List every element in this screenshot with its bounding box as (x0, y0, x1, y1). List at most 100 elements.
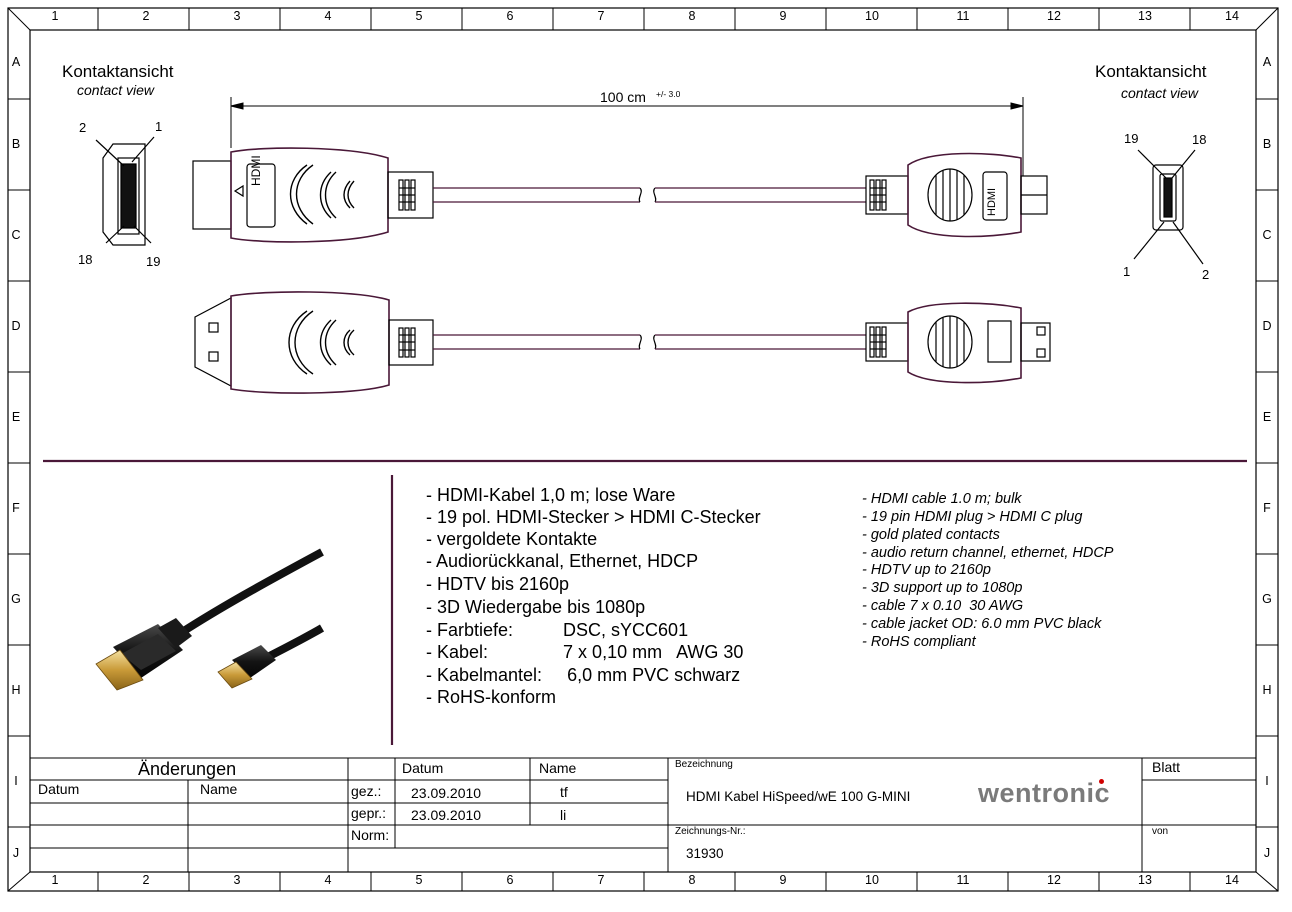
pin-label: 2 (1202, 267, 1210, 282)
designation-label: Bezeichnung (675, 759, 733, 770)
row-label: B (11, 137, 21, 151)
sheet-label: Blatt (1152, 759, 1181, 775)
row-label: I (1265, 774, 1269, 788)
row-label: H (11, 683, 21, 697)
contact-view-title: Kontaktansicht (62, 62, 174, 81)
changes-date-header: Datum (38, 781, 80, 797)
col-label: 1 (51, 873, 59, 887)
col-label: 4 (324, 873, 332, 887)
col-label: 7 (597, 9, 605, 23)
changes-title: Änderungen (138, 759, 237, 779)
row-label: A (1262, 55, 1272, 69)
col-label: 2 (142, 9, 150, 23)
connector-label: HDMI (986, 187, 998, 216)
col-label: 12 (1047, 873, 1061, 887)
feature-en-item: - RoHS compliant (862, 634, 976, 650)
row-label: D (11, 319, 21, 333)
col-label: 6 (506, 9, 514, 23)
row-label: J (1263, 846, 1271, 860)
title-block-lines (30, 757, 1256, 872)
col-label: 2 (142, 873, 150, 887)
feature-en-item: - HDMI cable 1.0 m; bulk (862, 491, 1022, 507)
norm-label: Norm: (351, 827, 390, 843)
col-label: 13 (1138, 873, 1152, 887)
feature-de-item: - vergoldete Kontakte (426, 529, 598, 549)
date-header: Datum (402, 760, 444, 776)
drawing-no-label: Zeichnungs-Nr.: (675, 826, 746, 837)
feature-en-item: - cable jacket OD: 6.0 mm PVC black (862, 616, 1102, 632)
pin-label: 1 (1123, 264, 1131, 279)
pin-label: 19 (1124, 131, 1139, 146)
drawn-name: tf (560, 784, 568, 800)
col-label: 11 (956, 9, 970, 23)
feature-de-item: - RoHS-konform (426, 687, 557, 707)
col-label: 10 (865, 9, 879, 23)
row-label: D (1262, 319, 1272, 333)
checked-date: 23.09.2010 (411, 807, 482, 823)
row-label: H (1262, 683, 1272, 697)
cable-top-view-drawing (192, 147, 1048, 243)
feature-de-item: - Audiorückkanal, Ethernet, HDCP (426, 551, 699, 571)
contact-view-title: Kontaktansicht (1095, 62, 1207, 81)
pin-label: 18 (1192, 132, 1207, 147)
name-header: Name (539, 760, 577, 776)
col-label: 14 (1225, 873, 1239, 887)
col-label: 3 (233, 873, 241, 887)
brand-logo: wentronic (978, 778, 1111, 808)
changes-name-header: Name (200, 781, 238, 797)
drawing-no: 31930 (686, 846, 724, 861)
row-label: C (11, 228, 21, 242)
brand-logo-dot (1099, 779, 1104, 784)
col-label: 8 (688, 873, 696, 887)
row-label: F (12, 501, 20, 515)
col-label: 10 (865, 873, 879, 887)
feature-en-item: - gold plated contacts (862, 527, 1000, 543)
feature-de-item: - HDMI-Kabel 1,0 m; lose Ware (426, 485, 676, 505)
checked-label: gepr.: (351, 805, 387, 821)
row-label: G (1262, 592, 1272, 606)
col-label: 9 (779, 873, 787, 887)
col-label: 4 (324, 9, 332, 23)
col-label: 8 (688, 9, 696, 23)
row-label: E (1262, 410, 1272, 424)
feature-de-item: - HDTV bis 2160p (426, 574, 570, 594)
col-label: 13 (1138, 9, 1152, 23)
checked-name: li (560, 807, 567, 823)
contact-view-left-drawing (95, 136, 155, 246)
feature-de-item: - 19 pol. HDMI-Stecker > HDMI C-Stecker (426, 507, 761, 527)
drawn-date: 23.09.2010 (411, 785, 482, 801)
row-label: A (11, 55, 21, 69)
pin-label: 1 (155, 119, 163, 134)
connector-label: HDMI (249, 155, 263, 186)
col-label: 5 (415, 9, 423, 23)
col-label: 14 (1225, 9, 1239, 23)
col-label: 9 (779, 9, 787, 23)
contact-view-right-drawing (1133, 149, 1204, 265)
feature-en-item: - HDTV up to 2160p (862, 562, 991, 578)
col-label: 3 (233, 9, 241, 23)
pin-label: 18 (78, 252, 93, 267)
product-photo (95, 548, 325, 691)
feature-de-item: - Farbtiefe: DSC, sYCC601 (426, 620, 689, 640)
cable-bottom-view-drawing (194, 291, 1051, 394)
dimension-line (230, 97, 1024, 176)
dimension-length: 100 cm (600, 89, 646, 105)
col-label: 1 (51, 9, 59, 23)
row-label: E (11, 410, 21, 424)
grid-ticks (8, 8, 1278, 891)
col-label: 5 (415, 873, 423, 887)
col-label: 6 (506, 873, 514, 887)
feature-de-item: - 3D Wiedergabe bis 1080p (426, 597, 646, 617)
designation: HDMI Kabel HiSpeed/wE 100 G-MINI (686, 789, 911, 804)
feature-en-item: - 19 pin HDMI plug > HDMI C plug (862, 509, 1083, 525)
contact-view-subtitle: contact view (1121, 85, 1199, 101)
row-label: B (1262, 137, 1272, 151)
row-label: F (1263, 501, 1271, 515)
row-label: I (14, 774, 18, 788)
col-label: 7 (597, 873, 605, 887)
feature-de-item: - Kabel: 7 x 0,10 mm AWG 30 (426, 642, 744, 662)
feature-de-item: - Kabelmantel: 6,0 mm PVC schwarz (426, 665, 741, 685)
feature-en-item: - cable 7 x 0.10 30 AWG (862, 598, 1024, 614)
col-label: 11 (956, 873, 970, 887)
